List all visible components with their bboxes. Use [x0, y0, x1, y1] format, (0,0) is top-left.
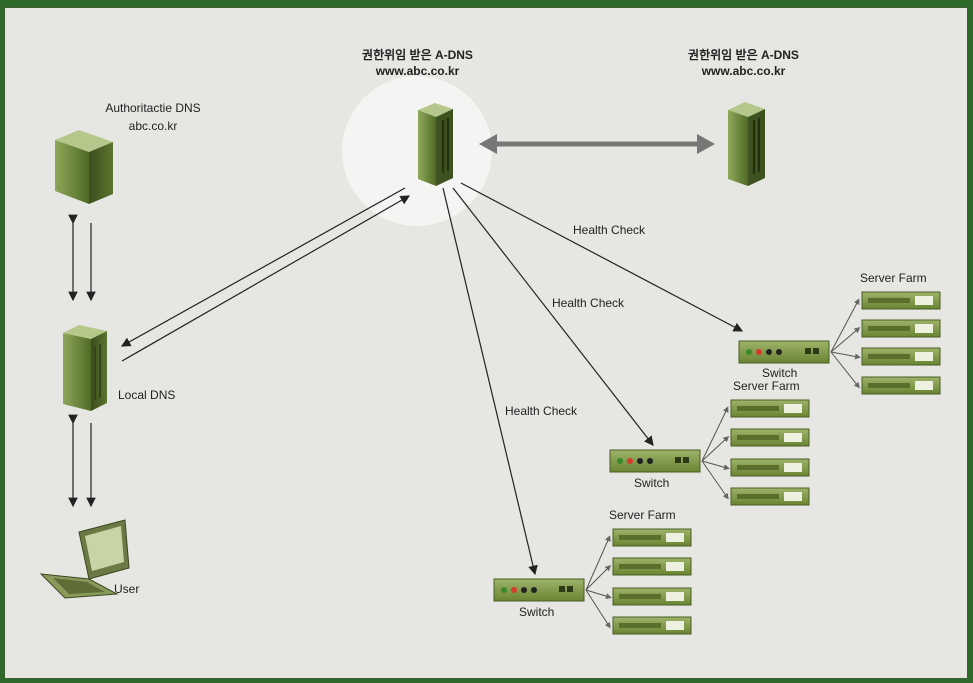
server-farm-2-racks [730, 399, 810, 506]
health-check-arrows [442, 182, 744, 576]
server-farm-1-label: Server Farm [860, 271, 927, 285]
server-farm-1-racks [861, 291, 941, 395]
switch-1-label: Switch [762, 366, 798, 380]
switch-3-label: Switch [519, 605, 555, 619]
secondary-adns-server-icon [728, 102, 765, 186]
authoritative-dns-title: Authoritactie DNS [105, 101, 201, 115]
diagram-canvas: 권한위임 받은 A-DNS www.abc.co.kr 권한위임 받은 A-DN… [4, 7, 968, 679]
server-farm-2-fan [701, 406, 730, 500]
server-farm-3-fan [585, 535, 612, 629]
authoritative-dns-server-icon [55, 130, 113, 204]
server-farm-1-fan [830, 298, 861, 389]
user-label: User [114, 582, 140, 596]
primary-adns-server-icon [418, 103, 453, 186]
diagram-svg [39, 76, 941, 635]
primary-adns-title: 권한위임 받은 A-DNS [362, 48, 473, 62]
health-check-label-3: Health Check [505, 404, 578, 418]
auth-local-arrows [68, 214, 96, 302]
local-adns-arrows [120, 187, 411, 362]
health-check-label-2: Health Check [552, 296, 625, 310]
local-user-arrows [68, 414, 96, 508]
laptop-icon [39, 519, 130, 599]
server-farm-3-label: Server Farm [609, 508, 676, 522]
server-farm-2-label: Server Farm [733, 379, 800, 393]
switch-3-icon [493, 578, 585, 602]
authoritative-dns-host: abc.co.kr [128, 119, 178, 133]
switch-1-icon [738, 340, 830, 364]
highlight-circle [342, 76, 492, 226]
switch-2-label: Switch [634, 476, 670, 490]
health-check-label-1: Health Check [573, 223, 646, 237]
local-dns-server-icon [63, 325, 107, 411]
local-dns-label: Local DNS [118, 388, 176, 402]
primary-adns-host: www.abc.co.kr [375, 64, 460, 78]
sync-arrow [479, 134, 715, 154]
switch-2-icon [609, 449, 701, 473]
secondary-adns-host: www.abc.co.kr [701, 64, 786, 78]
secondary-adns-title: 권한위임 받은 A-DNS [688, 48, 799, 62]
server-farm-3-racks [612, 528, 692, 635]
